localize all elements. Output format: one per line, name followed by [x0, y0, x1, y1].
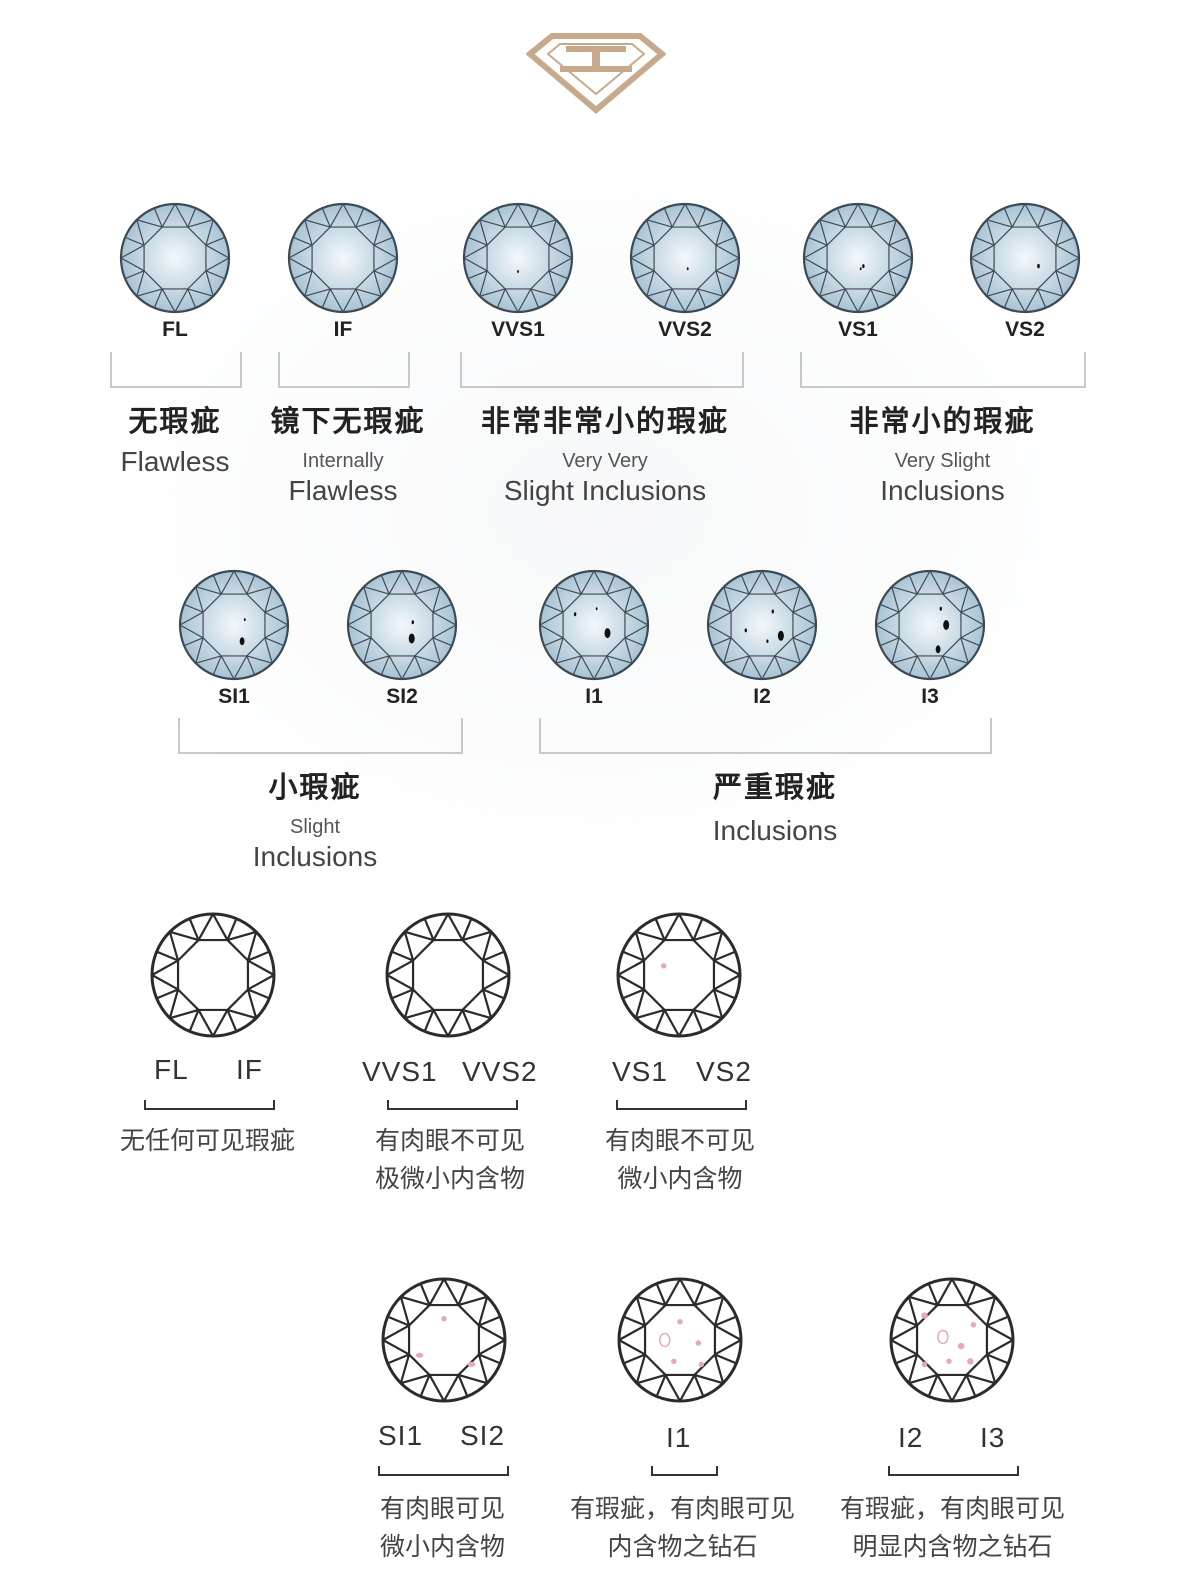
group-en-small-si: Slight — [289, 816, 341, 838]
gem-si2-icon — [346, 569, 458, 681]
grade-label-i3: I3 — [921, 685, 939, 708]
label-fl: FL — [154, 1054, 189, 1085]
grade-label-vs2: VS2 — [1005, 318, 1045, 341]
bracket-si — [178, 718, 463, 754]
outline-gem-i2-i3-icon — [889, 1277, 1015, 1403]
label-vvs2: VVS2 — [462, 1056, 538, 1087]
desc-i23-line2: 明显内含物之钻石 — [852, 1533, 1053, 1561]
desc-si-line2: 微小内含物 — [379, 1533, 505, 1561]
gem-vvs2-icon — [629, 202, 741, 314]
label-i1: I1 — [666, 1422, 692, 1453]
outline-gem-vs-icon — [616, 912, 742, 1038]
label-vs2: VS2 — [696, 1056, 752, 1087]
bracket-vvs — [460, 352, 744, 388]
bracket-fl — [110, 352, 242, 388]
gem-vvs1-icon — [462, 202, 574, 314]
gem-i3-icon — [874, 569, 986, 681]
label-vvs1: VVS1 — [362, 1056, 438, 1087]
outline-gem-i1-icon — [617, 1277, 743, 1403]
grade-label-i2: I2 — [753, 685, 771, 708]
desc-vvs-line1: 有肉眼不可见 — [374, 1127, 525, 1155]
bracket-i — [539, 718, 992, 754]
bracket-i2-i3 — [888, 1466, 1019, 1476]
grade-label-vs1: VS1 — [838, 318, 878, 341]
group-cn-vvs: 非常非常小的瑕疵 — [480, 404, 729, 438]
bracket-i1 — [651, 1466, 718, 1476]
label-i2: I2 — [898, 1422, 924, 1453]
bracket-fl-if — [144, 1100, 275, 1110]
group-en-small-internally: Internally — [302, 450, 384, 472]
bracket-vvs — [387, 1100, 518, 1110]
group-cn-vs: 非常小的瑕疵 — [849, 404, 1036, 438]
grade-label-i1: I1 — [585, 685, 603, 708]
bracket-si-bottom — [378, 1466, 509, 1476]
gem-vs2-icon — [969, 202, 1081, 314]
desc-vvs-line2: 极微小内含物 — [374, 1165, 525, 1193]
desc-i1-line1: 有瑕疵，有肉眼可见 — [569, 1495, 795, 1523]
group-en-large-vvs: Slight Inclusions — [503, 475, 707, 506]
gem-vs1-icon — [802, 202, 914, 314]
group-en-large-flawless: Flawless — [288, 475, 398, 506]
gem-fl-icon — [119, 202, 231, 314]
grade-label-si1: SI1 — [218, 685, 250, 708]
group-en-small-vs: Very Slight — [894, 450, 991, 472]
group-en-large-vs: Inclusions — [880, 475, 1005, 506]
label-si2: SI2 — [460, 1420, 506, 1451]
diamond-logo-icon — [526, 33, 666, 114]
label-i3: I3 — [980, 1422, 1006, 1453]
outline-gem-si-icon — [381, 1277, 507, 1403]
gem-i1-icon — [538, 569, 650, 681]
label-si1: SI1 — [378, 1420, 424, 1451]
gem-i2-icon — [706, 569, 818, 681]
desc-i23-line1: 有瑕疵，有肉眼可见 — [839, 1495, 1065, 1523]
outline-gem-fl-if-icon — [150, 912, 276, 1038]
bracket-vs — [616, 1100, 747, 1110]
gem-if-icon — [287, 202, 399, 314]
group-en-large-i: Inclusions — [712, 815, 838, 846]
grade-label-vvs2: VVS2 — [658, 318, 712, 341]
label-if: IF — [236, 1054, 263, 1085]
group-en-flawless: Flawless — [120, 446, 230, 477]
bracket-if — [278, 352, 410, 388]
top-chart-background — [80, 130, 1120, 890]
group-cn-i: 严重瑕疵 — [712, 770, 837, 804]
bracket-vs — [800, 352, 1086, 388]
grade-label-si2: SI2 — [386, 685, 418, 708]
gem-si1-icon — [178, 569, 290, 681]
grade-label-fl: FL — [162, 318, 188, 341]
group-cn-flawless: 无瑕疵 — [128, 404, 222, 438]
group-en-large-si: Inclusions — [252, 841, 378, 872]
grade-label-vvs1: VVS1 — [491, 318, 545, 341]
group-cn-internally-flawless: 镜下无瑕疵 — [270, 404, 426, 438]
group-en-small-vvs: Very Very — [562, 450, 648, 472]
outline-gem-vvs-icon — [385, 912, 511, 1038]
desc-vs-line1: 有肉眼不可见 — [604, 1127, 755, 1155]
desc-si-line1: 有肉眼可见 — [379, 1495, 505, 1523]
desc-i1-line2: 内含物之钻石 — [607, 1533, 758, 1561]
grade-label-if: IF — [333, 318, 353, 341]
group-cn-si: 小瑕疵 — [268, 770, 362, 804]
label-vs1: VS1 — [612, 1056, 668, 1087]
desc-fl-if: 无任何可见瑕疵 — [119, 1127, 295, 1155]
desc-vs-line2: 微小内含物 — [617, 1165, 743, 1193]
